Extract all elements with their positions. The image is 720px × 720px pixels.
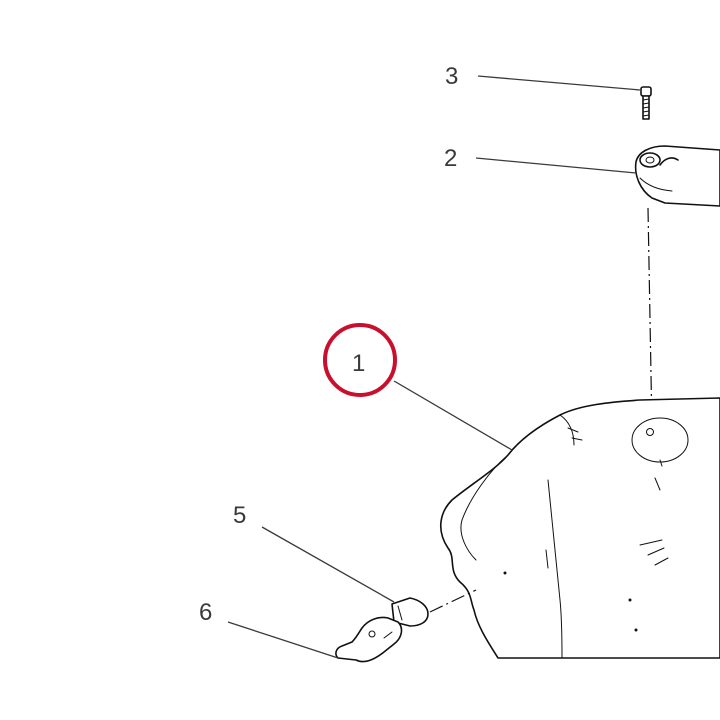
callout-number: 5 [233, 502, 246, 529]
part-3-screw[interactable] [640, 86, 652, 120]
housing-dot [503, 571, 507, 575]
part-1-housing[interactable] [440, 397, 720, 659]
part-2-cap[interactable] [634, 145, 720, 207]
part-6-bracket[interactable] [335, 616, 403, 663]
callout-number: 3 [445, 63, 458, 90]
leader-line-5 [261, 526, 395, 603]
housing-dot [628, 598, 632, 602]
leader-line-1 [393, 380, 513, 451]
housing-dot [634, 628, 638, 632]
highlight-ring [323, 323, 397, 397]
center-axis-line [647, 207, 653, 431]
leader-line-3 [477, 75, 641, 91]
callout-number: 6 [199, 599, 212, 626]
leader-line-6 [227, 621, 339, 659]
leader-line-2 [475, 157, 637, 174]
clip-connection-line [429, 589, 477, 613]
callout-number: 2 [444, 145, 457, 172]
part-5-clip[interactable] [391, 597, 429, 627]
callout-number: 1 [352, 350, 365, 377]
